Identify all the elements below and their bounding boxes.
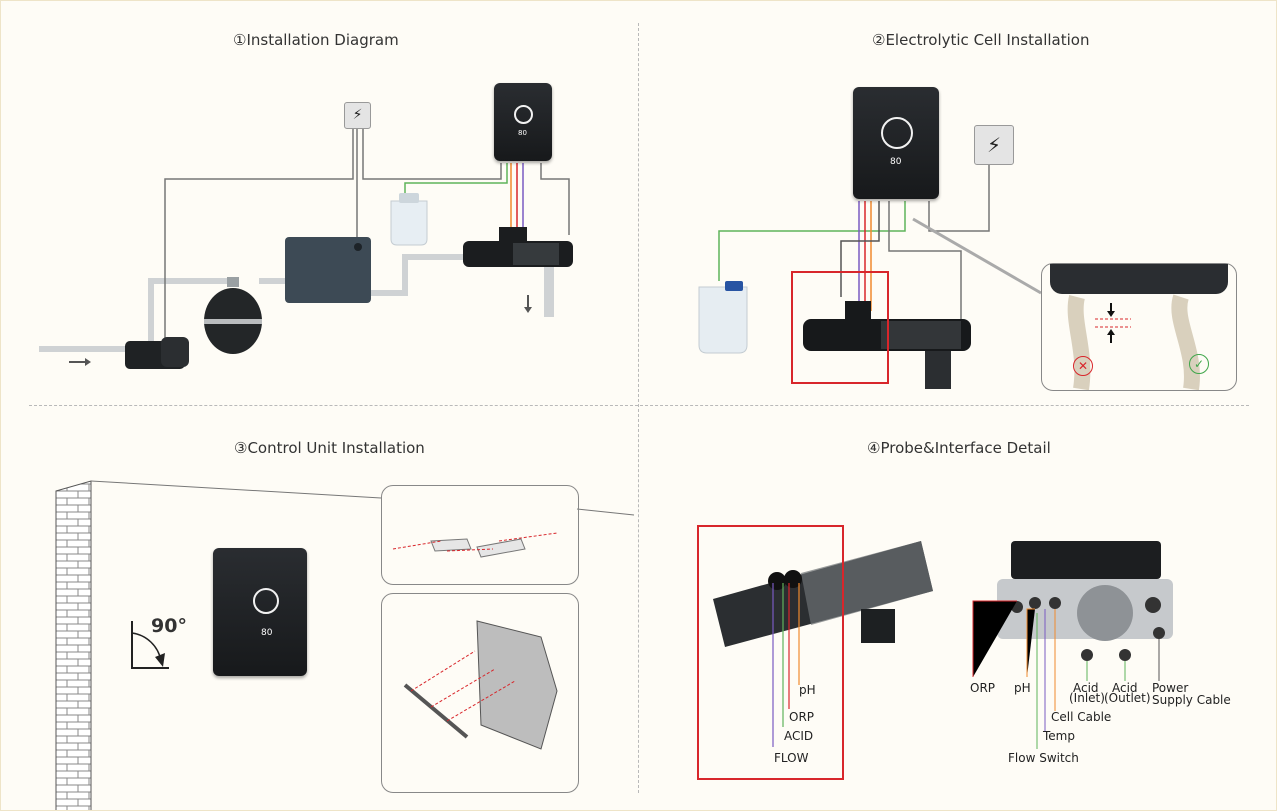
mounting-detail xyxy=(381,593,579,793)
probe-label-acid: ACID xyxy=(784,729,814,743)
angle-label: 90° xyxy=(151,615,187,637)
interface-label-flow-switch: Flow Switch xyxy=(1008,751,1079,765)
display-value-3: 80 xyxy=(261,628,273,638)
interface-label-acid-outlet: Acid xyxy=(1112,681,1138,695)
probe-label-flow: FLOW xyxy=(774,751,809,765)
control-installation-diagram xyxy=(55,480,635,810)
interface-label-acid-inlet-2: (Inlet) xyxy=(1069,691,1105,705)
acid-tank xyxy=(390,200,428,246)
electrolytic-cell-title: ②Electrolytic Cell Installation xyxy=(872,31,1090,49)
display-value: 80 xyxy=(518,129,527,137)
interface-label-cell-cable: Cell Cable xyxy=(1051,710,1112,724)
probe-highlight-box xyxy=(697,525,844,780)
cell-highlight-box xyxy=(791,271,889,384)
heat-pump xyxy=(285,237,371,303)
probe-interface-title: ④Probe&Interface Detail xyxy=(867,439,1051,457)
control-unit-2: 80 xyxy=(853,87,939,199)
vertical-divider xyxy=(638,23,639,793)
acid-tank-2 xyxy=(698,286,748,354)
probe-label-orp: ORP xyxy=(789,710,815,724)
probe-label-ph: pH xyxy=(799,683,816,697)
interface-label-ph: pH xyxy=(1014,681,1031,695)
display-ring-2 xyxy=(881,117,913,149)
display-ring-3 xyxy=(253,588,279,614)
interface-label-orp: ORP xyxy=(970,681,996,695)
lightning-bolt-icon: ⚡ xyxy=(344,102,371,129)
installation-diagram-title: ①Installation Diagram xyxy=(233,31,399,49)
control-unit-3: 80 xyxy=(213,548,307,676)
interface-label-acid-outlet-2: (Outlet) xyxy=(1104,691,1151,705)
display-ring xyxy=(514,105,533,124)
interface-label-temp: Temp xyxy=(1043,729,1075,743)
bracket-detail xyxy=(381,485,579,585)
installation-diagram xyxy=(39,129,573,369)
brick-wall xyxy=(55,480,92,810)
lightning-bolt-icon-2: ⚡ xyxy=(974,125,1014,165)
clearance-detail xyxy=(1041,263,1237,391)
interface-label-power-2: Supply Cable xyxy=(1152,693,1231,707)
horizontal-divider xyxy=(29,405,1249,406)
interface-label-power: Power xyxy=(1152,681,1189,695)
check-icon: ✓ xyxy=(1189,354,1209,374)
display-value-2: 80 xyxy=(890,157,902,167)
cross-icon: ✕ xyxy=(1073,356,1093,376)
mounting-back-box xyxy=(476,620,558,750)
interface-label-acid-inlet: Acid xyxy=(1073,681,1099,695)
control-installation-title: ③Control Unit Installation xyxy=(234,439,425,457)
control-unit: 80 xyxy=(494,83,552,161)
